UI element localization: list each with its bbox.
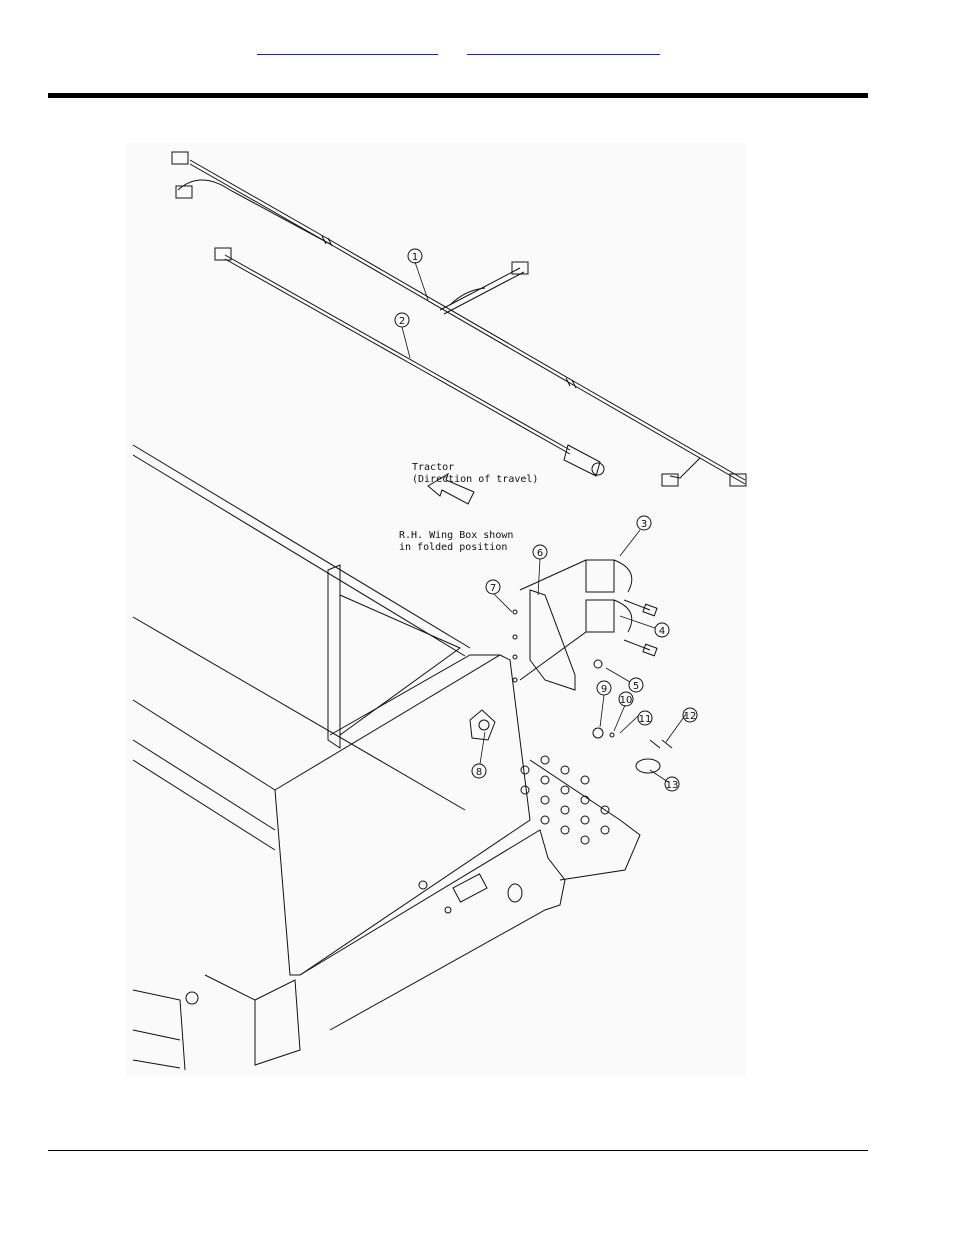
callout-11: 11	[639, 714, 652, 725]
callout-6: 6	[537, 548, 543, 559]
light-assembly	[519, 559, 658, 681]
header-link-right[interactable]	[467, 40, 660, 55]
harness-2	[214, 247, 605, 477]
callout-4: 4	[659, 626, 665, 637]
callout-2: 2	[399, 316, 405, 327]
direction-arrow	[427, 472, 475, 505]
callout-circles	[394, 248, 698, 792]
step-plate	[520, 755, 610, 845]
tractor-note-line2: (Direction of travel)	[412, 474, 538, 485]
callout-5: 5	[633, 681, 639, 692]
callout-12: 12	[684, 711, 697, 722]
top-divider	[48, 93, 868, 98]
wing-note-line2: in folded position	[399, 542, 507, 553]
callout-9: 9	[601, 684, 607, 695]
callout-10: 10	[620, 695, 633, 706]
tractor-note-line1: Tractor	[412, 462, 454, 473]
callout-3: 3	[641, 519, 647, 530]
bottom-divider	[48, 1150, 868, 1151]
wing-note-line1: R.H. Wing Box shown	[399, 530, 513, 541]
harness-1	[171, 151, 747, 487]
bracket	[529, 589, 576, 691]
header-link-left[interactable]	[257, 40, 438, 55]
callout-13: 13	[666, 780, 679, 791]
bolts-7	[512, 609, 518, 683]
header-links	[0, 40, 954, 60]
callout-1: 1	[412, 252, 418, 263]
callout-7: 7	[490, 583, 496, 594]
drawing-area	[126, 143, 746, 1076]
wing-box	[132, 444, 641, 1071]
callout-8: 8	[476, 767, 482, 778]
